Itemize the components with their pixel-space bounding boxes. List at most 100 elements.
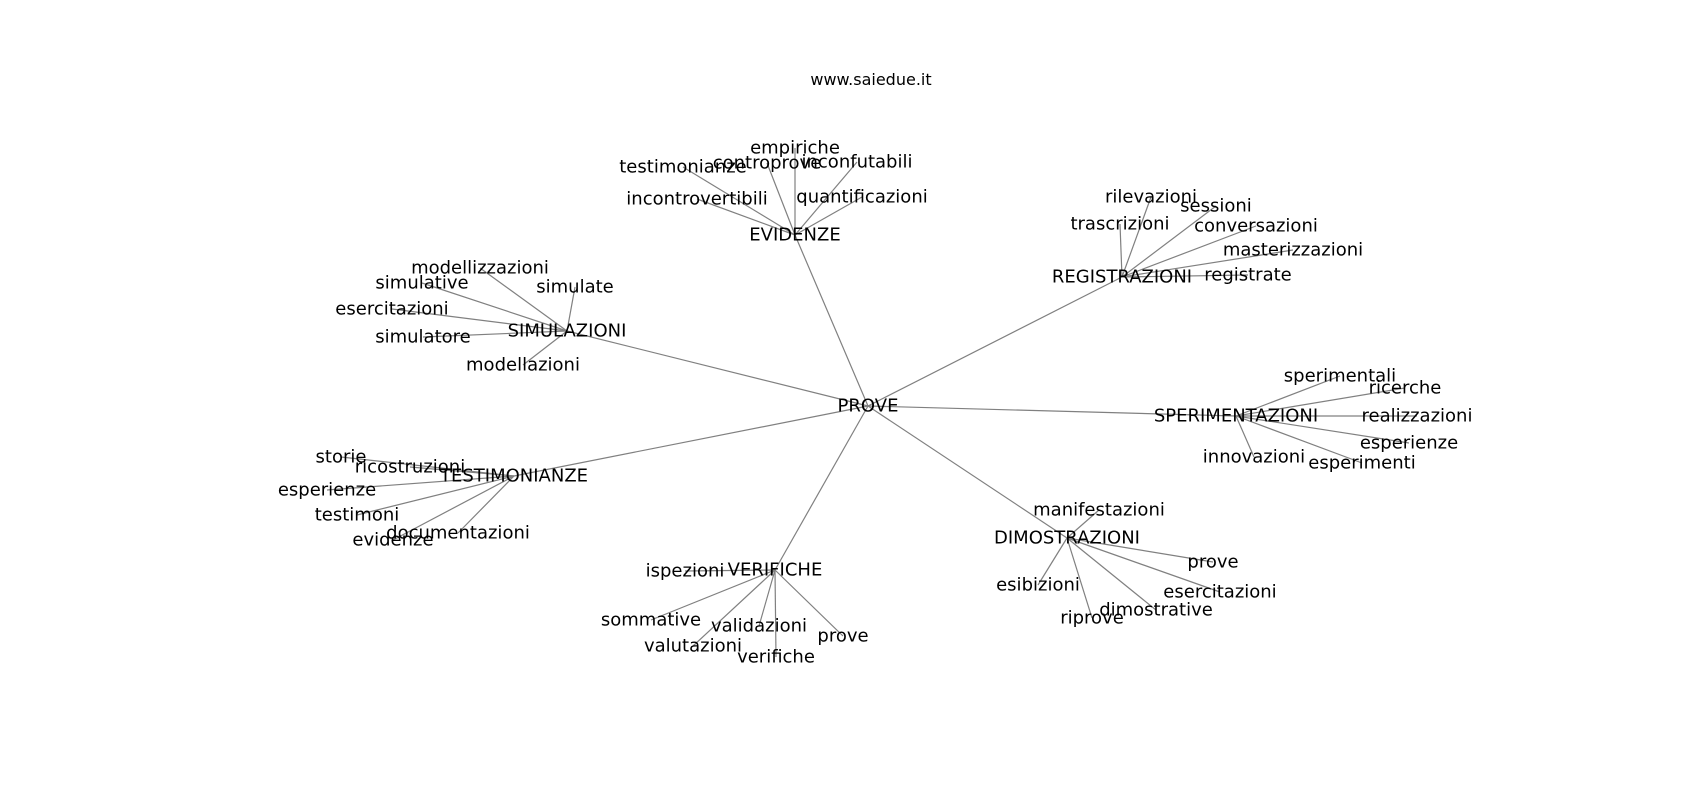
edge-sperimentazioni-leaf [1235,375,1341,417]
edge-simulazioni-leaf [391,308,568,332]
leaf-node-simulazioni: modellazioni [466,355,580,376]
edge-evidenze-leaf [696,198,796,236]
edge-center-evidenze [794,234,869,407]
leaf-node-verifiche: valutazioni [644,636,742,657]
edge-registrazioni-leaf [1119,223,1123,278]
leaf-node-sperimentazioni: esperimenti [1308,453,1415,474]
leaf-node-dimostrazioni: prove [1187,552,1238,573]
edge-evidenze-leaf [794,161,858,236]
leaf-node-evidenze: quantificazioni [796,187,927,208]
hub-node-testimonianze: TESTIMONIANZE [439,466,588,487]
edge-testimonianze-leaf [356,475,515,516]
leaf-node-simulazioni: esercitazioni [335,299,448,320]
leaf-node-simulazioni: simulate [536,277,613,298]
edge-verifiche-leaf [692,569,776,647]
edge-center-registrazioni [867,276,1123,407]
edge-sperimentazioni-leaf [1235,415,1410,444]
edge-sperimentazioni-leaf [1235,415,1363,464]
edge-evidenze-leaf [682,166,796,236]
hub-node-evidenze: EVIDENZE [749,225,840,246]
edge-testimonianze-leaf [326,475,515,491]
leaf-node-dimostrazioni: esibizioni [996,575,1080,596]
leaf-node-testimonianze: ricostruzioni [355,457,465,478]
edge-registrazioni-leaf [1121,274,1249,278]
edge-sperimentazioni-leaf [1235,415,1255,458]
hub-node-sperimentazioni: SPERIMENTAZIONI [1154,406,1318,427]
leaf-node-evidenze: inconfutabili [802,152,913,173]
edge-dimostrazioni-leaf [1066,509,1100,539]
edge-testimonianze-leaf [340,456,515,477]
leaf-node-registrazioni: registrate [1204,265,1292,286]
leaf-node-verifiche: sommative [601,610,701,631]
leaf-node-sperimentazioni: realizzazioni [1362,406,1473,427]
edge-dimostrazioni-leaf [1037,537,1068,586]
edge-verifiche-leaf [774,569,777,658]
labels-layer: PROVE EVIDENZE empirichecontroproveinconfu… [278,138,1473,668]
leaf-node-dimostrazioni: dimostrative [1099,600,1213,621]
edge-simulazioni-leaf [522,330,568,366]
edge-simulazioni-leaf [421,282,568,332]
edge-center-testimonianze [513,405,869,477]
edge-registrazioni-leaf [1121,205,1217,278]
edge-dimostrazioni-leaf [1066,537,1214,563]
leaf-node-registrazioni: conversazioni [1194,216,1318,237]
leaf-node-dimostrazioni: esercitazioni [1163,582,1276,603]
leaf-node-registrazioni: rilevazioni [1105,187,1197,208]
leaf-node-simulazioni: simulative [375,273,468,294]
edge-evidenze-leaf [766,162,796,236]
leaf-node-testimonianze: esperienze [278,480,376,501]
leaf-node-simulazioni: simulatore [375,327,471,348]
edge-registrazioni-leaf [1121,249,1294,278]
edge-dimostrazioni-leaf [1066,537,1157,611]
leaf-node-simulazioni: modellizzazioni [411,258,549,279]
leaf-node-dimostrazioni: riprove [1060,608,1124,629]
leaf-node-evidenze: controprove [713,153,822,174]
edge-registrazioni-leaf [1121,196,1152,278]
edge-center-simulazioni [566,330,869,407]
leaf-node-verifiche: verifiche [737,647,815,668]
edge-simulazioni-leaf [479,267,568,332]
hub-node-simulazioni: SIMULAZIONI [508,321,627,342]
edge-simulazioni-leaf [566,286,576,332]
leaf-node-registrazioni: trascrizioni [1070,214,1169,235]
leaf-node-evidenze: testimonianze [619,157,747,178]
leaf-node-sperimentazioni: innovazioni [1203,447,1305,468]
edge-verifiche-leaf [650,569,776,621]
edge-evidenze-leaf [794,196,863,236]
hub-node-dimostrazioni: DIMOSTRAZIONI [994,528,1140,549]
edge-dimostrazioni-leaf [1066,537,1221,593]
leaf-node-sperimentazioni: sperimentali [1284,366,1396,387]
leaf-node-evidenze: incontrovertibili [626,189,767,210]
hub-node-registrazioni: REGISTRAZIONI [1052,267,1192,288]
center-node-label: PROVE [838,396,899,417]
edge-verifiche-leaf [774,569,844,637]
leaf-node-testimonianze: evidenze [352,530,433,551]
watermark-text: www.saiedue.it [810,70,932,89]
leaf-node-verifiche: prove [817,626,868,647]
leaf-node-registrazioni: sessioni [1180,196,1252,217]
edge-center-dimostrazioni [867,405,1068,539]
leaf-node-testimonianze: testimoni [315,505,400,526]
hub-node-verifiche: VERIFICHE [728,560,823,581]
edge-center-verifiche [774,405,869,571]
leaf-node-dimostrazioni: manifestazioni [1033,500,1165,521]
edge-verifiche-leaf [684,569,776,572]
leaf-node-testimonianze: documentazioni [386,523,530,544]
edge-verifiche-leaf [758,569,776,627]
edge-dimostrazioni-leaf [1066,537,1093,619]
edge-testimonianze-leaf [409,466,515,477]
edge-center-sperimentazioni [867,405,1237,417]
leaf-node-sperimentazioni: esperienze [1360,433,1458,454]
edge-testimonianze-leaf [457,475,515,534]
leaf-node-verifiche: validazioni [711,616,807,637]
edge-registrazioni-leaf [1121,225,1257,278]
leaf-node-evidenze: empiriche [750,138,840,159]
leaf-node-testimonianze: storie [316,447,367,468]
leaf-node-verifiche: ispezioni [646,561,725,582]
edge-sperimentazioni-leaf [1235,387,1406,417]
edges-layer [326,148,1417,658]
edge-simulazioni-leaf [422,330,568,338]
leaf-node-sperimentazioni: ricerche [1369,378,1442,399]
leaf-node-registrazioni: masterizzazioni [1223,240,1363,261]
